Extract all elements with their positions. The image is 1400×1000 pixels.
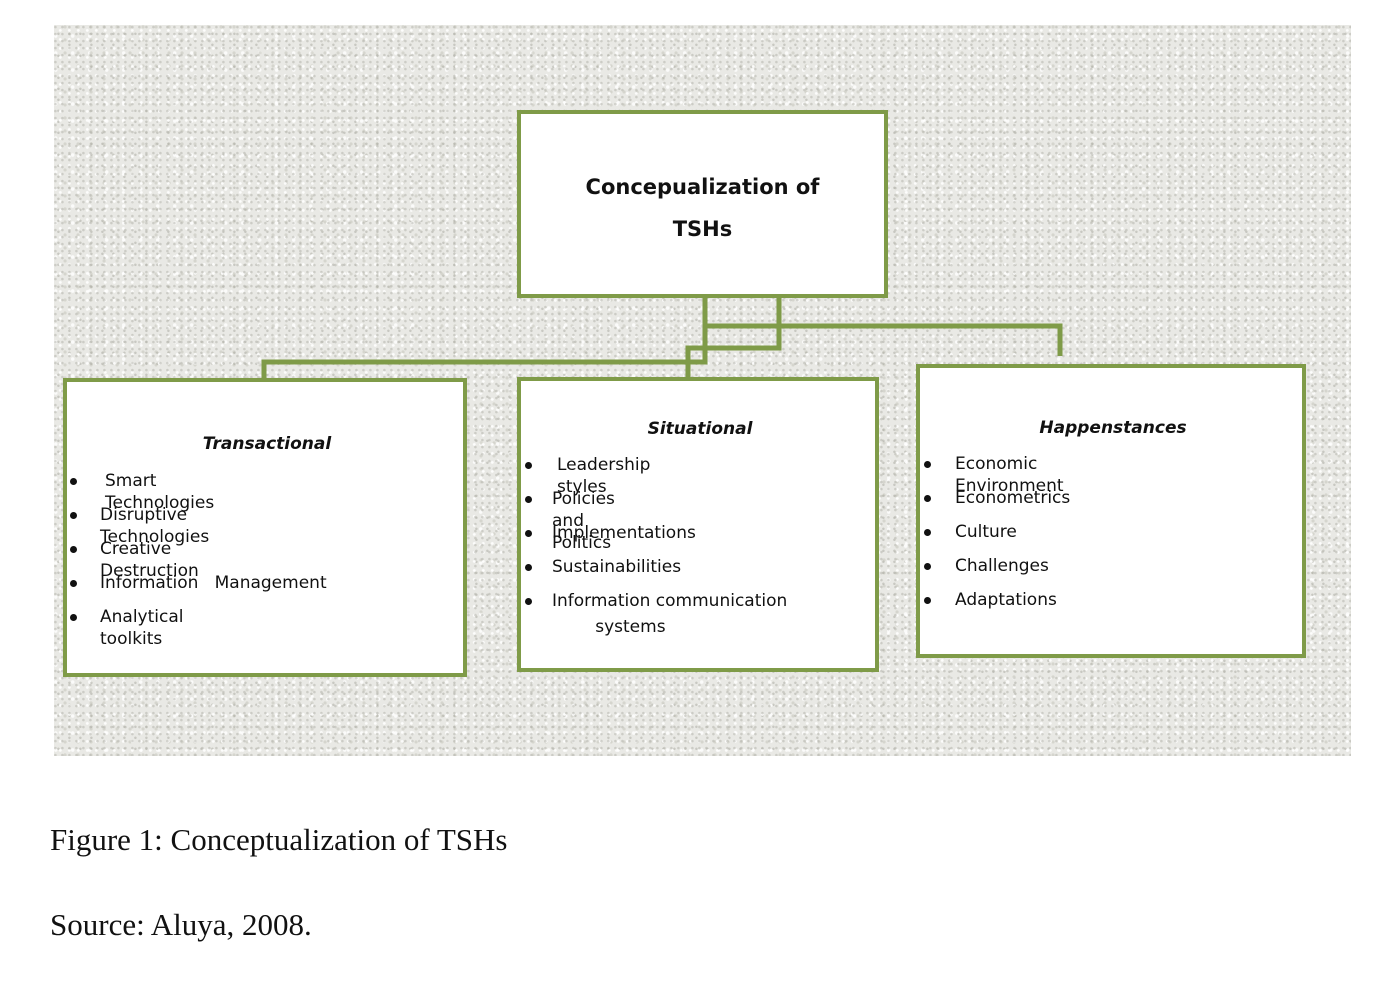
branch-title: Situational [647,419,753,439]
bullet-icon [70,614,77,621]
bullet-icon [924,461,931,468]
branch-node-transactional: Transactional Smart Technologies Disrupt… [63,378,467,677]
figure-caption: Figure 1: Conceptualization of TSHs [50,822,508,857]
root-node-title: Concepualization of TSHs [585,175,820,241]
bullet-icon [70,580,77,587]
bullet-icon [924,529,931,536]
bullet-icon [70,512,77,519]
bullet-icon [525,462,532,469]
bullet-icon [924,563,931,570]
bullet-icon [525,564,532,571]
branch-node-happenstances: Happenstances Economic Environment Econo… [916,364,1306,658]
bullet-icon [924,495,931,502]
bullet-icon [70,546,77,553]
bullet-icon [924,597,931,604]
bullet-icon [525,496,532,503]
bullet-icon [70,478,77,485]
branch-node-situational: Situational Leadership styles Policies a… [517,377,879,672]
root-node: Concepualization of TSHs [517,110,888,298]
branch-title: Happenstances [1039,418,1187,438]
source-caption: Source: Aluya, 2008. [50,907,312,942]
branch-title: Transactional [202,434,332,454]
bullet-icon [525,598,532,605]
bullet-icon [525,530,532,537]
